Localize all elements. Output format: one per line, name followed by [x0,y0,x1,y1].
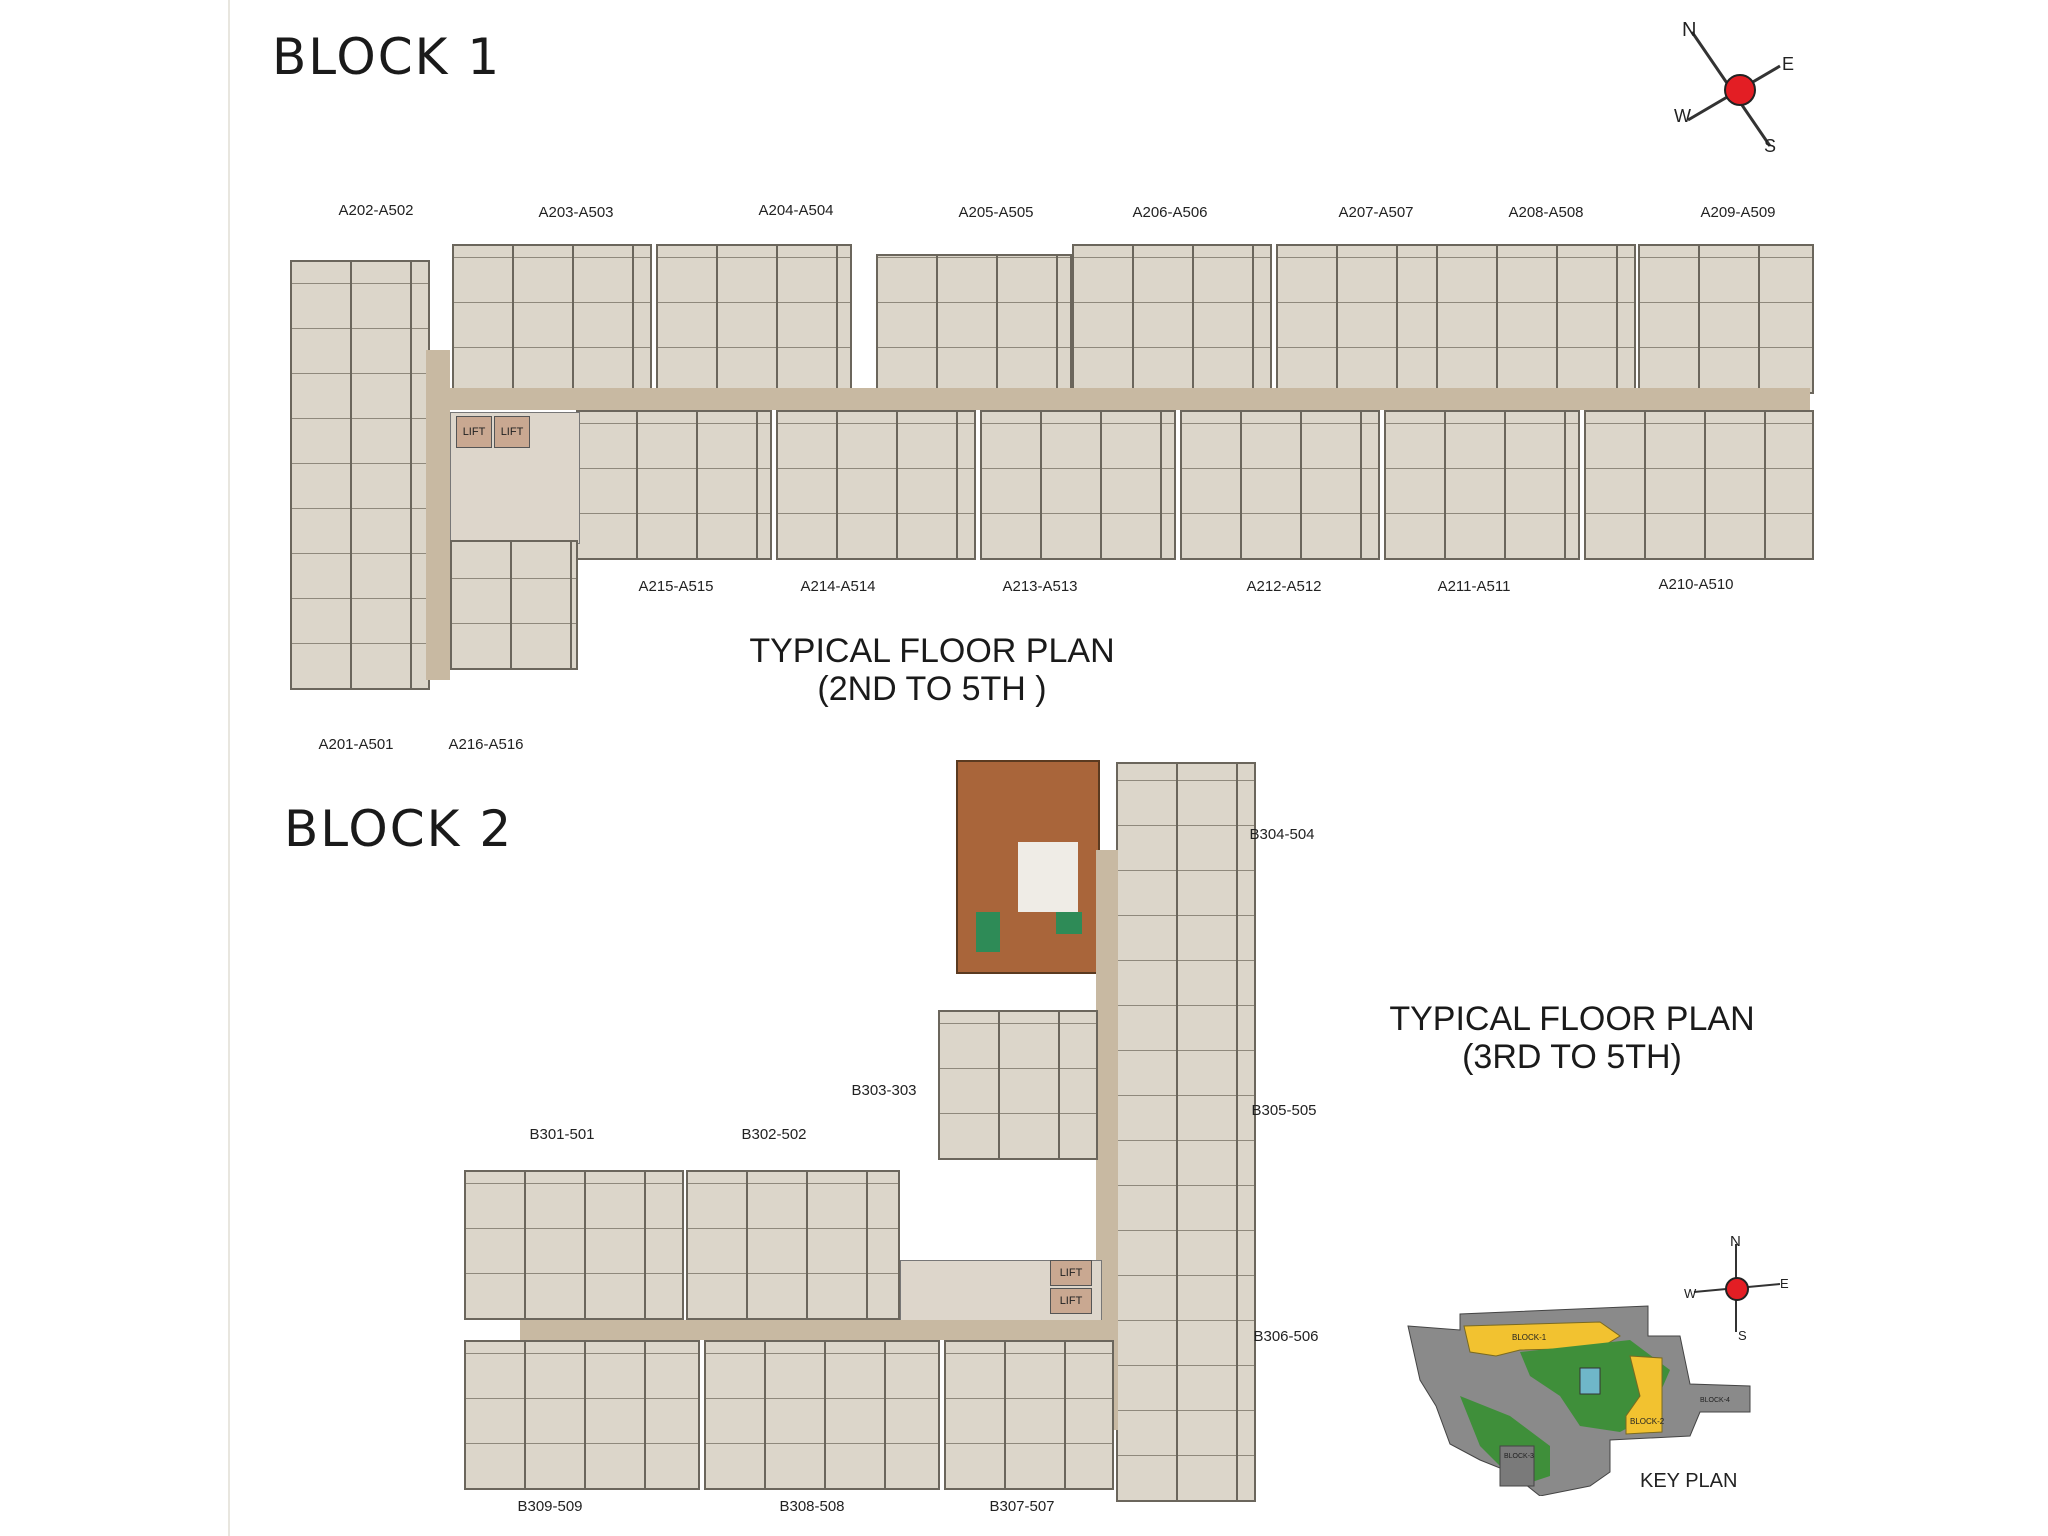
snooker-table [976,912,1000,952]
block2-title: BLOCK 2 [284,800,514,858]
key-plan-compass-icon: N E S W [1684,1233,1789,1342]
unit-label-a212: A212-A512 [1246,578,1322,595]
wing-a203 [452,244,652,394]
wing-a204 [656,244,852,394]
unit-label-a216: A216-A516 [448,736,524,753]
unit-label-a210: A210-A510 [1658,576,1734,593]
svg-text:S: S [1764,136,1776,156]
block2-plan-title-line2: (3RD TO 5TH) [1462,1038,1682,1076]
club-house [956,760,1100,974]
unit-label-a203: A203-A503 [538,204,614,221]
unit-label-b303: B303-303 [851,1082,917,1099]
unit-label-a202: A202-A502 [338,202,414,219]
block2-lift-2: LIFT [1050,1288,1092,1314]
block1-plan-title: TYPICAL FLOOR PLAN (2ND TO 5TH ) [672,632,1192,708]
svg-text:W: W [1674,106,1691,126]
svg-text:BLOCK-1: BLOCK-1 [1512,1333,1547,1342]
unit-label-b302: B302-502 [741,1126,807,1143]
club-stair [1018,842,1078,912]
block2-lift-1: LIFT [1050,1260,1092,1286]
svg-text:E: E [1780,1276,1789,1291]
key-plan-label: KEY PLAN [1640,1470,1738,1492]
unit-label-a209: A209-A509 [1700,204,1776,221]
unit-label-b304: B304-504 [1249,826,1315,843]
unit-label-a205: A205-A505 [958,204,1034,221]
block1-title: BLOCK 1 [272,28,502,86]
unit-label-a215: A215-A515 [638,578,714,595]
unit-label-b301: B301-501 [529,1126,595,1143]
unit-label-b306: B306-506 [1253,1328,1319,1345]
unit-label-a201: A201-A501 [318,736,394,753]
unit-label-a207: A207-A507 [1338,204,1414,221]
table-tennis [1056,912,1082,934]
block1-plan-title-line2: (2ND TO 5TH ) [817,670,1047,708]
lift-box-1: LIFT [456,416,492,448]
svg-text:BLOCK-3: BLOCK-3 [1504,1453,1534,1460]
key-plan-map: BLOCK-1 BLOCK-2 BLOCK-3 BLOCK-4 [1407,1305,1751,1496]
block2-plan-title-line1: TYPICAL FLOOR PLAN [1389,1000,1755,1038]
wing-a213 [980,410,1176,560]
wing-a209 [1638,244,1814,394]
wing-a212 [1180,410,1380,560]
svg-text:W: W [1684,1286,1697,1301]
wing-a208 [1436,244,1636,394]
wing-b303 [938,1010,1098,1160]
unit-label-b308: B308-508 [779,1498,845,1515]
svg-text:BLOCK-4: BLOCK-4 [1700,1397,1730,1404]
page-margin-line [228,0,230,1536]
unit-label-a208: A208-A508 [1508,204,1584,221]
svg-text:S: S [1738,1328,1747,1342]
unit-label-b309: B309-509 [517,1498,583,1515]
block1-floor-plan: LIFT LIFT [286,240,1820,690]
wing-b304-b306 [1116,762,1256,1502]
wing-a216 [450,540,578,670]
wing-b307 [944,1340,1114,1490]
block2-floor-plan: LIFT LIFT [460,760,1260,1520]
lift-lobby [450,412,580,544]
block2-corridor [520,1320,1116,1340]
block2-plan-title: TYPICAL FLOOR PLAN (3RD TO 5TH) [1312,1000,1832,1076]
svg-text:N: N [1682,19,1696,41]
block1-corridor-vertical [426,350,450,680]
wing-b301 [464,1170,684,1320]
unit-label-a206: A206-A506 [1132,204,1208,221]
wing-a214 [776,410,976,560]
svg-text:N: N [1730,1233,1741,1250]
unit-label-a213: A213-A513 [1002,578,1078,595]
svg-text:BLOCK-2: BLOCK-2 [1630,1417,1665,1426]
wing-a206 [1072,244,1272,394]
wing-b308 [704,1340,940,1490]
wing-a211 [1384,410,1580,560]
wing-b309 [464,1340,700,1490]
unit-label-a211: A211-A511 [1437,578,1511,595]
wing-a210 [1584,410,1814,560]
compass-rose-icon: N E S W [1674,19,1794,156]
wing-a215 [576,410,772,560]
unit-label-b307: B307-507 [989,1498,1055,1515]
wing-a202-a201 [290,260,430,690]
unit-label-b305: B305-505 [1251,1102,1317,1119]
unit-label-a204: A204-A504 [758,202,834,219]
svg-text:E: E [1782,54,1794,74]
block1-corridor [430,388,1810,410]
unit-label-a214: A214-A514 [800,578,876,595]
wing-a205 [876,254,1072,394]
wing-b302 [686,1170,900,1320]
block1-plan-title-line1: TYPICAL FLOOR PLAN [749,632,1115,670]
lift-box-2: LIFT [494,416,530,448]
